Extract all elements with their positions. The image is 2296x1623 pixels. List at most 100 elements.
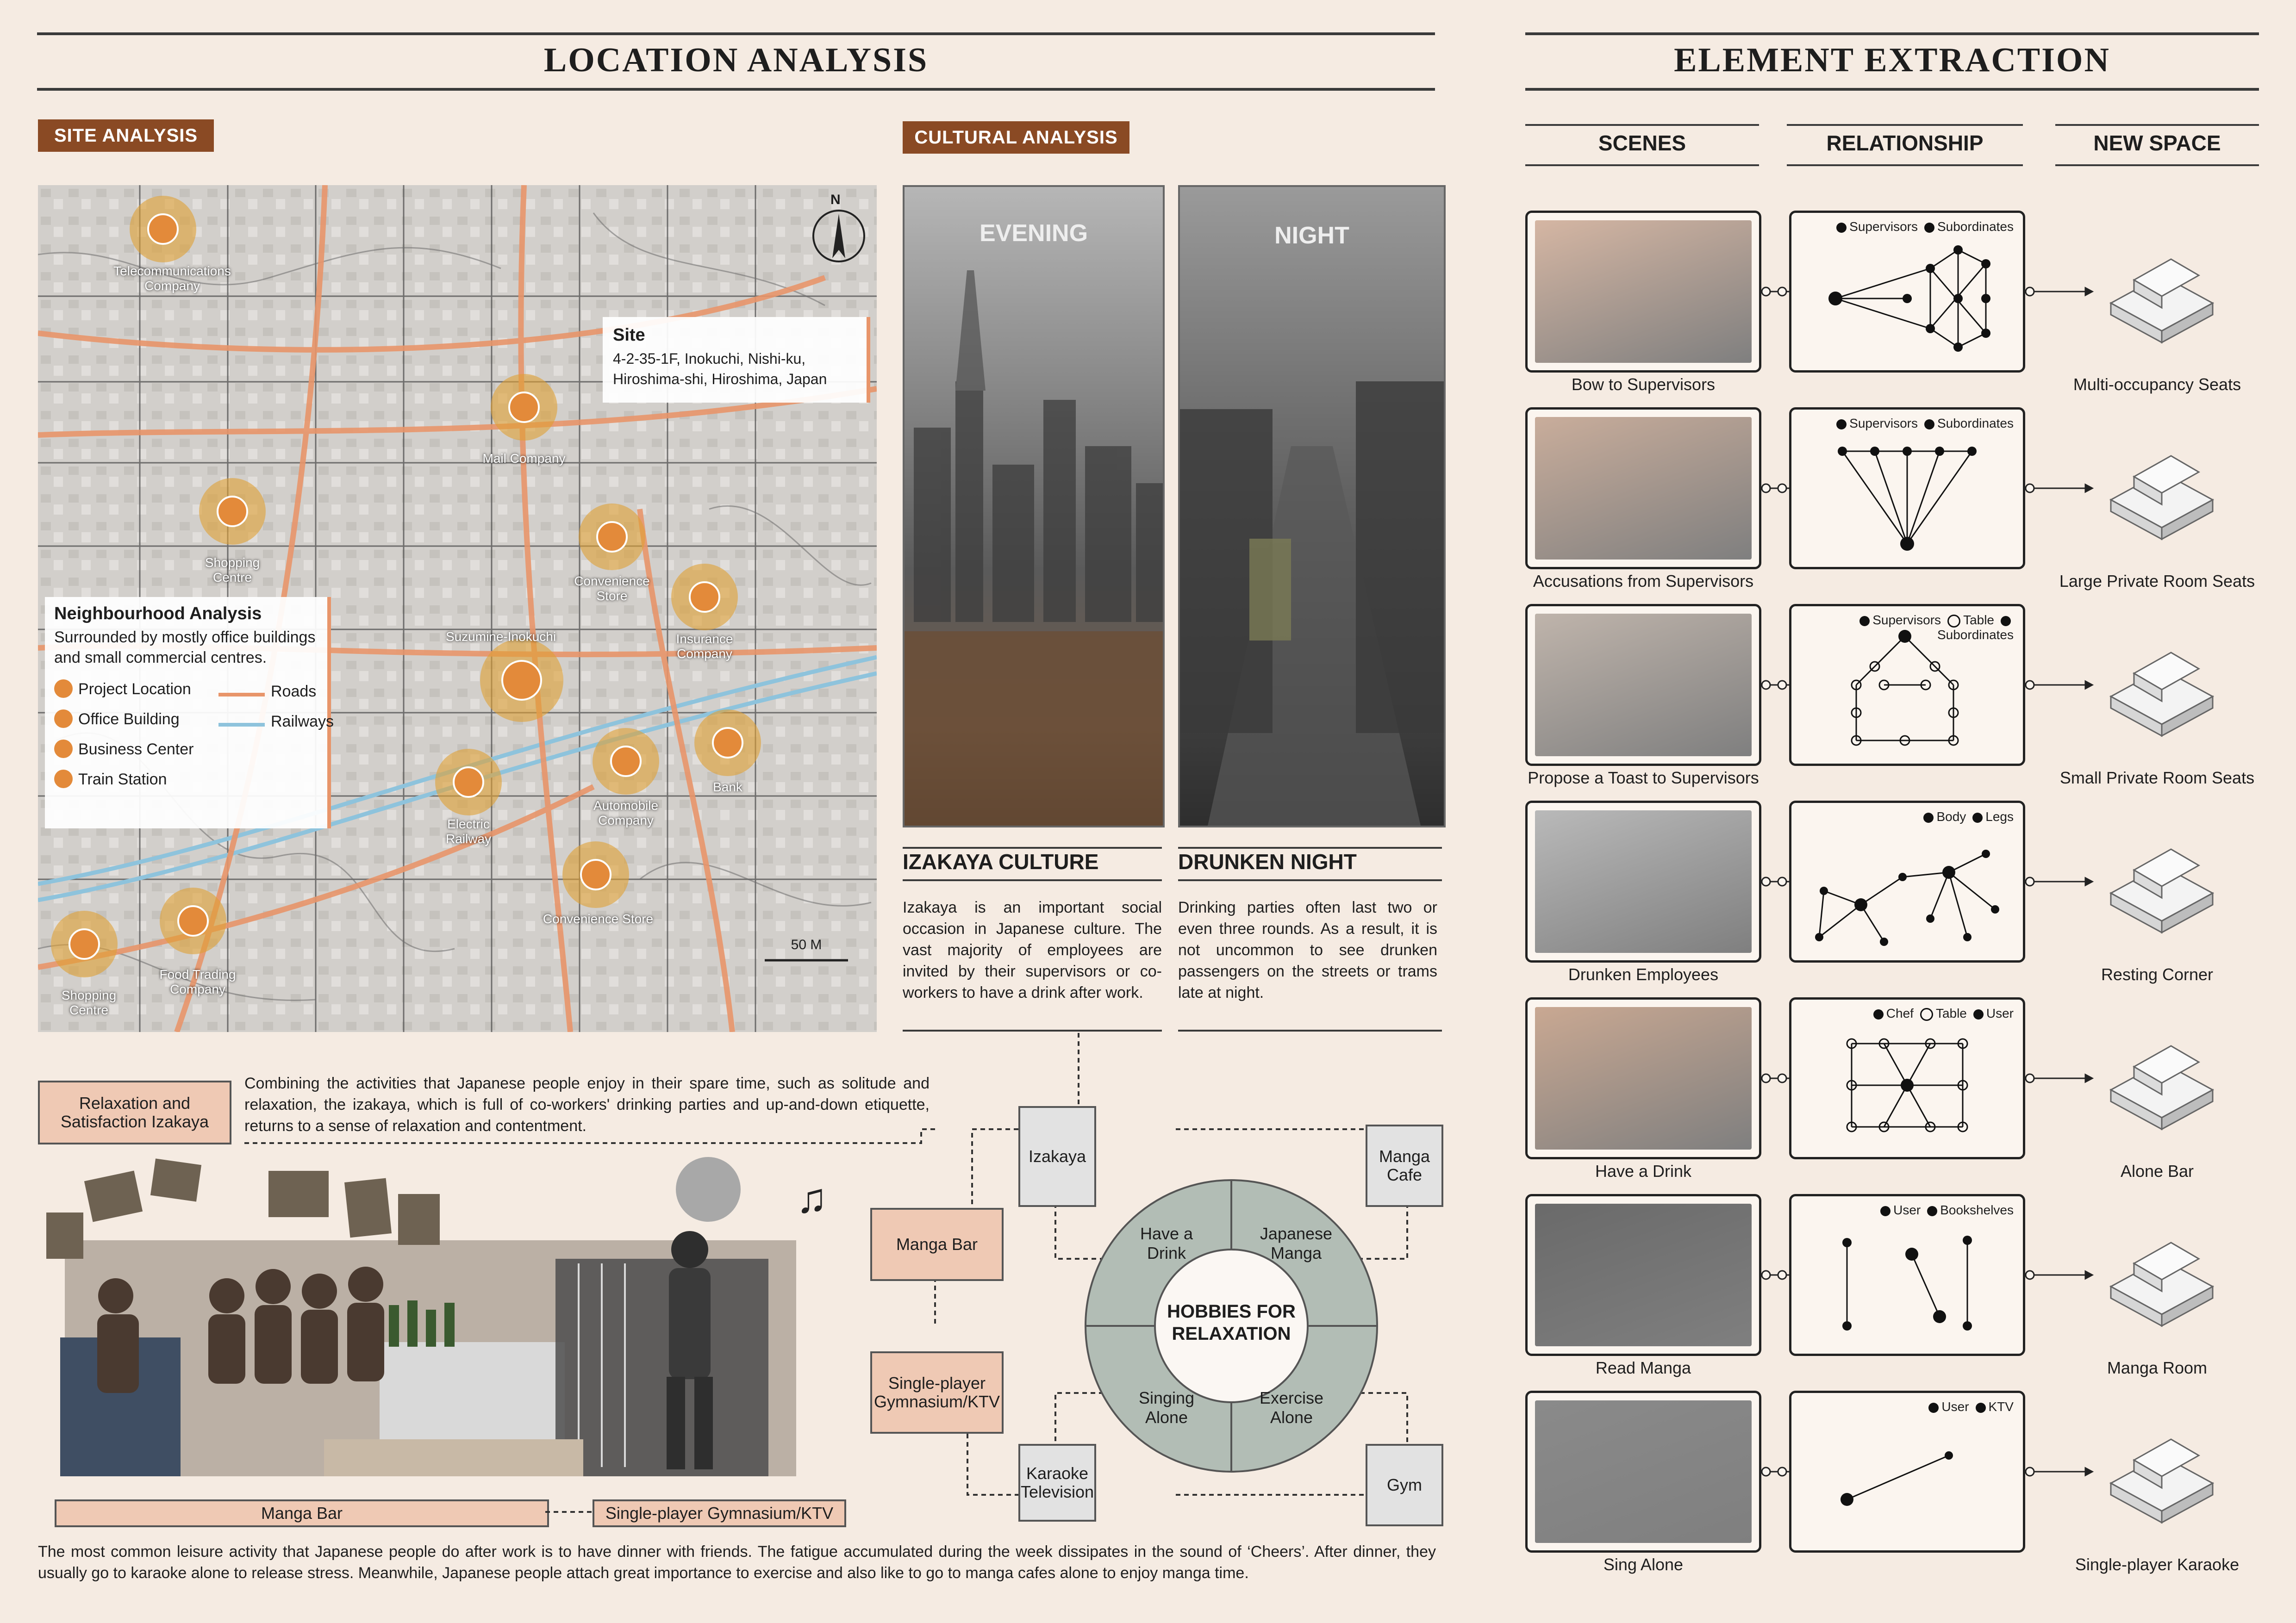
legend-dot-icon <box>1924 222 1934 233</box>
new-space-caption: Alone Bar <box>2120 1162 2194 1181</box>
relationship-graph: User Bookshelves <box>1789 1194 2025 1356</box>
cultural-analysis-tag: CULTURAL ANALYSIS <box>903 121 1129 154</box>
neighbourhood-desc: Surrounded by mostly office buildings an… <box>54 628 316 666</box>
drunken-night-text: Drinking parties often last two or even … <box>1178 899 1437 1001</box>
scene-caption: Read Manga <box>1595 1358 1691 1377</box>
divider <box>903 1030 1162 1032</box>
iso-model-drawing <box>2109 1045 2215 1131</box>
gym-node: Gym <box>1366 1444 1443 1526</box>
scene-photo <box>1535 810 1752 953</box>
relationship-legend: User Bookshelves <box>1791 1203 2014 1218</box>
new-space-model <box>2092 815 2231 944</box>
legend-label: Subordinates <box>1937 416 2014 430</box>
hobbies-wheel-drawing <box>1085 1179 1378 1473</box>
quadrant-label: Exercise Alone <box>1259 1388 1324 1427</box>
new-space-model <box>2092 421 2231 551</box>
gym-ktv-node: Single-player Gymnasium/KTV <box>870 1351 1004 1434</box>
legend-label: KTV <box>1988 1399 2014 1414</box>
relationship-network <box>1842 1236 1972 1331</box>
quadrant-label: Japanese Manga <box>1260 1224 1333 1262</box>
legend-dot-icon <box>1973 1009 1984 1020</box>
manga-bar-node: Manga Bar <box>870 1208 1004 1281</box>
legend-label: User <box>1893 1203 1921 1217</box>
collage-drawing: ♫ <box>46 1157 828 1476</box>
iso-model-drawing <box>2109 1242 2215 1327</box>
relationship-network <box>1841 1451 1953 1506</box>
karaoke-node: Karaoke Television <box>1018 1444 1096 1522</box>
manga-bar-collage: ♫ <box>46 1143 870 1486</box>
manga-bar-connector <box>545 1511 593 1513</box>
site-address: 4-2-35-1F, Inokuchi, Nishi-ku, Hiroshima… <box>613 350 827 387</box>
new-space-caption: Single-player Karaoke <box>2075 1555 2240 1574</box>
legend-dot-icon <box>1873 1009 1884 1020</box>
legend-label: Supervisors <box>1872 613 1941 627</box>
night-label: NIGHT <box>1274 222 1349 249</box>
scene-image <box>1525 1194 1761 1356</box>
new-space-model <box>2092 1405 2231 1534</box>
relationship-network <box>1846 1038 1968 1132</box>
col-title-relationship: RELATIONSHIP <box>1826 131 1984 155</box>
scene-photo <box>1535 1007 1752 1150</box>
scene-photo <box>1535 1204 1752 1346</box>
izakaya-node: Izakaya <box>1018 1106 1096 1207</box>
iso-model-drawing <box>2109 1438 2215 1524</box>
element-title: ELEMENT EXTRACTION <box>1674 41 2110 79</box>
legend-dot-icon <box>1928 1402 1939 1413</box>
iso-model-drawing <box>2109 455 2215 541</box>
divider <box>1178 1030 1442 1032</box>
scene-caption: Accusations from Supervisors <box>1533 572 1754 591</box>
scene-image <box>1525 407 1761 569</box>
legend-label: Legs <box>1985 809 2014 824</box>
scene-image <box>1525 801 1761 963</box>
legend-label: Train Station <box>78 771 167 788</box>
col-title-new-space: NEW SPACE <box>2093 131 2221 155</box>
railways-swatch <box>218 723 265 727</box>
marker-label: Automobile Company <box>593 798 659 827</box>
hobbies-center: HOBBIES FOR RELAXATION <box>1167 1301 1296 1344</box>
legend-dot-icon <box>1836 222 1847 233</box>
legend-dot-icon <box>1923 812 1934 823</box>
new-space-caption: Resting Corner <box>2101 965 2214 984</box>
col-rule <box>2055 164 2259 166</box>
title-rule-bottom <box>1525 88 2259 91</box>
legend-label: Bookshelves <box>1940 1203 2014 1217</box>
legend-dot-icon <box>1947 614 1961 628</box>
iso-model-drawing <box>2109 258 2215 344</box>
legend-label: User <box>1941 1399 1969 1414</box>
relationship-graph: Supervisors Subordinates <box>1789 407 2025 569</box>
evening-cityscape <box>905 270 1163 826</box>
scene-photo <box>1535 1400 1752 1543</box>
col-rule <box>1525 124 1759 126</box>
legend-dot-icon <box>1927 1206 1938 1216</box>
marker-label: Shopping Centre <box>205 555 260 585</box>
col-rule <box>2055 124 2259 126</box>
legend-dot-icon <box>2001 616 2011 626</box>
night-image: NIGHT <box>1178 185 1446 827</box>
manga-cafe-node: Manga Cafe <box>1366 1125 1443 1207</box>
legend-label: Chef <box>1886 1006 1914 1020</box>
relationship-network <box>1851 630 1959 746</box>
divider <box>1178 847 1442 849</box>
relationship-graph: User KTV <box>1789 1391 2025 1553</box>
legend-dot-icon <box>1836 419 1847 429</box>
scene-caption: Sing Alone <box>1603 1555 1684 1574</box>
svg-text:♫: ♫ <box>796 1175 828 1222</box>
scene-caption: Propose a Toast to Supervisors <box>1528 768 1759 787</box>
divider <box>903 847 1162 849</box>
relationship-legend: Supervisors Subordinates <box>1791 416 2014 431</box>
evening-label: EVENING <box>979 220 1088 247</box>
scene-caption: Bow to Supervisors <box>1571 375 1716 394</box>
izakaya-culture-text: Izakaya is an important social occasion … <box>903 899 1162 1001</box>
legend-label: Subordinates <box>1937 628 2014 642</box>
iso-model-drawing <box>2109 848 2215 934</box>
legend-label: Supervisors <box>1849 416 1918 430</box>
railways-label: Railways <box>271 713 334 730</box>
relationship-network <box>1838 447 1977 551</box>
project-location-icon <box>54 679 73 698</box>
marker-label: Electric Railway <box>445 817 492 846</box>
scale-label: 50 M <box>791 937 822 952</box>
